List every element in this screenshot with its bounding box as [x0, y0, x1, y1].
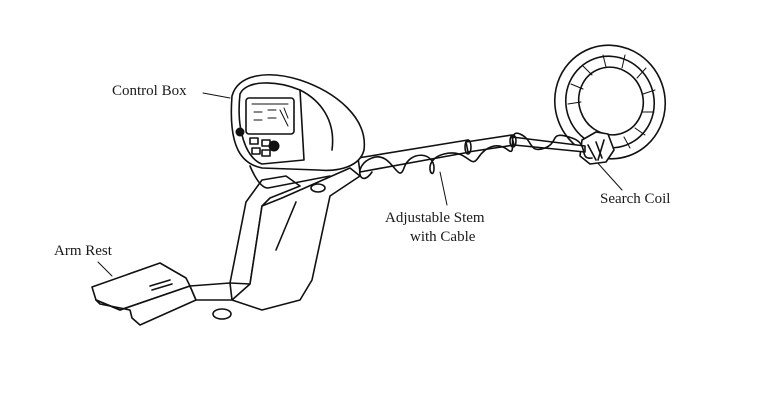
button [249, 137, 259, 145]
arm-rest-label: Arm Rest [54, 243, 112, 259]
button [261, 149, 271, 157]
search-coil-label: Search Coil [600, 191, 671, 207]
coiled-cable [359, 132, 593, 180]
control-box [230, 74, 366, 189]
arm-rest [91, 262, 233, 326]
adjustable-stem-label-line2: with Cable [410, 229, 476, 245]
search-coil [553, 44, 667, 165]
search-coil-leader [594, 159, 623, 191]
arm-rest-leader [97, 261, 113, 277]
control-box-leader [202, 92, 231, 99]
button [261, 139, 271, 147]
handle-frame [212, 167, 361, 320]
button [251, 147, 261, 155]
power-knob [235, 127, 245, 137]
control-box-label: Control Box [112, 83, 187, 99]
adjustable-stem-label: Adjustable Stem [385, 210, 485, 226]
lcd-screen [245, 97, 295, 135]
stem-leader [439, 171, 448, 206]
